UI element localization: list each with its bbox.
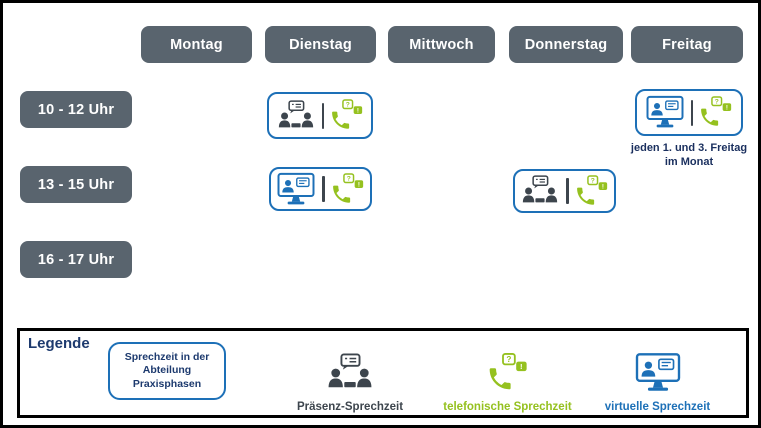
time-label-10-12: 10 - 12 Uhr bbox=[20, 91, 132, 128]
entry-donnerstag-13-15 bbox=[513, 169, 616, 213]
virtual-meeting-icon bbox=[645, 95, 685, 130]
meeting-icon bbox=[325, 353, 375, 393]
freitag-note: jeden 1. und 3. Freitag im Monat bbox=[630, 142, 748, 168]
day-header-dienstag: Dienstag bbox=[265, 26, 376, 63]
phone-icon bbox=[487, 353, 529, 393]
day-header-montag: Montag bbox=[141, 26, 252, 63]
praesenz-label: Präsenz-Sprechzeit bbox=[296, 401, 404, 413]
virtual-meeting-icon bbox=[634, 352, 682, 394]
telefonisch-label: telefonische Sprechzeit bbox=[443, 401, 572, 413]
legend-item-telefonisch: telefonische Sprechzeit bbox=[425, 335, 590, 413]
phone-icon bbox=[575, 175, 609, 208]
phone-icon bbox=[331, 173, 365, 206]
meeting-icon bbox=[276, 100, 316, 132]
virtual-icon-wrap bbox=[634, 347, 682, 399]
virtual-meeting-icon bbox=[276, 172, 316, 207]
separator-bar bbox=[322, 176, 325, 202]
entry-freitag-10-12 bbox=[635, 89, 743, 136]
separator-bar bbox=[321, 102, 325, 129]
entry-dienstag-10-12 bbox=[267, 92, 373, 139]
legend-item-virtuell: virtuelle Sprechzeit bbox=[580, 335, 735, 413]
day-header-mittwoch: Mittwoch bbox=[388, 26, 495, 63]
meeting-icon-wrap bbox=[325, 347, 375, 399]
entry-dienstag-13-15 bbox=[269, 167, 372, 211]
day-header-donnerstag: Donnerstag bbox=[509, 26, 623, 63]
time-label-13-15: 13 - 15 Uhr bbox=[20, 166, 132, 203]
phone-icon-wrap bbox=[487, 347, 529, 399]
separator-bar bbox=[566, 178, 569, 204]
virtuell-label: virtuelle Sprechzeit bbox=[604, 401, 711, 413]
phone-icon bbox=[699, 96, 733, 129]
separator-bar bbox=[690, 99, 694, 126]
legend-item-praesenz: Präsenz-Sprechzeit bbox=[270, 335, 430, 413]
time-label-16-17: 16 - 17 Uhr bbox=[20, 241, 132, 278]
department-sprechzeit-box: Sprechzeit in der Abteilung Praxisphasen bbox=[108, 342, 226, 400]
department-sprechzeit-label: Sprechzeit in der Abteilung Praxisphasen bbox=[124, 350, 210, 390]
phone-icon bbox=[330, 99, 364, 132]
day-header-freitag: Freitag bbox=[631, 26, 743, 63]
meeting-icon bbox=[520, 175, 560, 207]
legend: Legende Sprechzeit in der Abteilung Prax… bbox=[17, 328, 749, 418]
legend-title: Legende bbox=[28, 335, 90, 352]
